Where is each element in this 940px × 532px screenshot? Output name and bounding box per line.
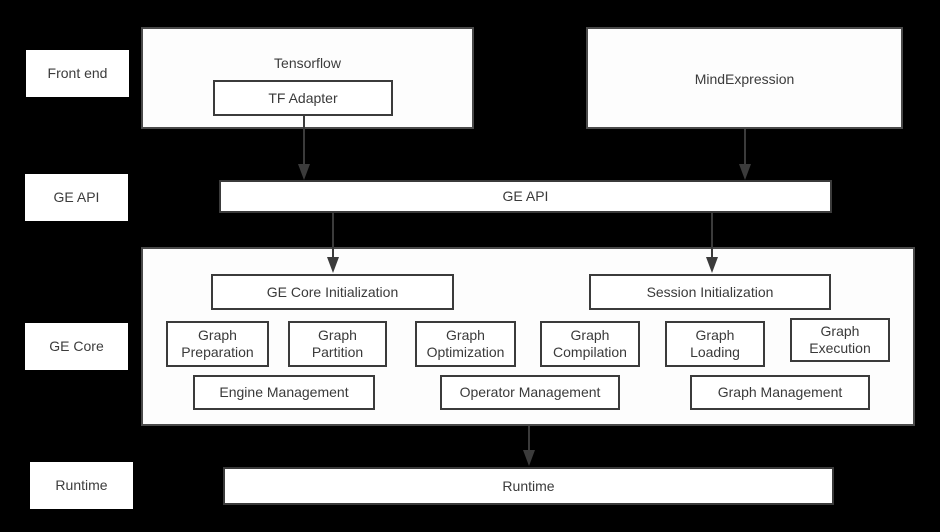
management-operator[interactable]: Operator Management (440, 375, 620, 410)
ge-api-bar[interactable]: GE API (219, 180, 832, 213)
ge-core-initialization-label: GE Core Initialization (266, 283, 399, 300)
arrow-tf-adapter-to-ge-api (296, 116, 312, 182)
layer-label-front-end-text: Front end (47, 65, 108, 82)
mindexpression-panel (586, 27, 903, 129)
tensorflow-title: Tensorflow (274, 55, 341, 71)
session-initialization-label: Session Initialization (646, 283, 774, 300)
tf-adapter-box[interactable]: TF Adapter (213, 80, 393, 116)
management-engine[interactable]: Engine Management (193, 375, 375, 410)
arrow-ge-api-to-ge-core-init (325, 213, 341, 275)
module-graph-loading-label: Graph Loading (690, 327, 740, 360)
arrow-ge-core-to-runtime (521, 426, 537, 468)
layer-label-ge-api: GE API (25, 174, 128, 221)
module-graph-partition[interactable]: Graph Partition (288, 321, 387, 367)
layer-label-ge-api-text: GE API (53, 189, 100, 206)
layer-label-front-end: Front end (26, 50, 129, 97)
module-graph-optimization[interactable]: Graph Optimization (415, 321, 516, 367)
runtime-bar-label: Runtime (502, 477, 555, 494)
ge-core-initialization-box[interactable]: GE Core Initialization (211, 274, 454, 310)
session-initialization-box[interactable]: Session Initialization (589, 274, 831, 310)
arrow-mindexpression-to-ge-api (737, 129, 753, 182)
management-graph-label: Graph Management (717, 384, 843, 401)
module-graph-compilation[interactable]: Graph Compilation (540, 321, 640, 367)
module-graph-compilation-label: Graph Compilation (553, 327, 627, 360)
module-graph-loading[interactable]: Graph Loading (665, 321, 765, 367)
layer-label-ge-core-text: GE Core (49, 338, 104, 355)
layer-label-runtime-text: Runtime (55, 477, 108, 494)
runtime-bar[interactable]: Runtime (223, 467, 834, 505)
management-operator-label: Operator Management (459, 384, 601, 401)
layer-label-runtime: Runtime (30, 462, 133, 509)
management-engine-label: Engine Management (219, 384, 349, 401)
ge-api-bar-label: GE API (502, 188, 549, 205)
arrow-ge-api-to-session-init (704, 213, 720, 275)
module-graph-optimization-label: Graph Optimization (426, 327, 505, 360)
module-graph-preparation[interactable]: Graph Preparation (166, 321, 269, 367)
tf-adapter-label: TF Adapter (268, 89, 338, 106)
module-graph-execution-label: Graph Execution (809, 323, 871, 356)
module-graph-partition-label: Graph Partition (311, 327, 364, 360)
layer-label-ge-core: GE Core (25, 323, 128, 370)
mindexpression-title: MindExpression (694, 71, 795, 87)
management-graph[interactable]: Graph Management (690, 375, 870, 410)
module-graph-preparation-label: Graph Preparation (181, 327, 254, 360)
module-graph-execution[interactable]: Graph Execution (790, 318, 890, 362)
